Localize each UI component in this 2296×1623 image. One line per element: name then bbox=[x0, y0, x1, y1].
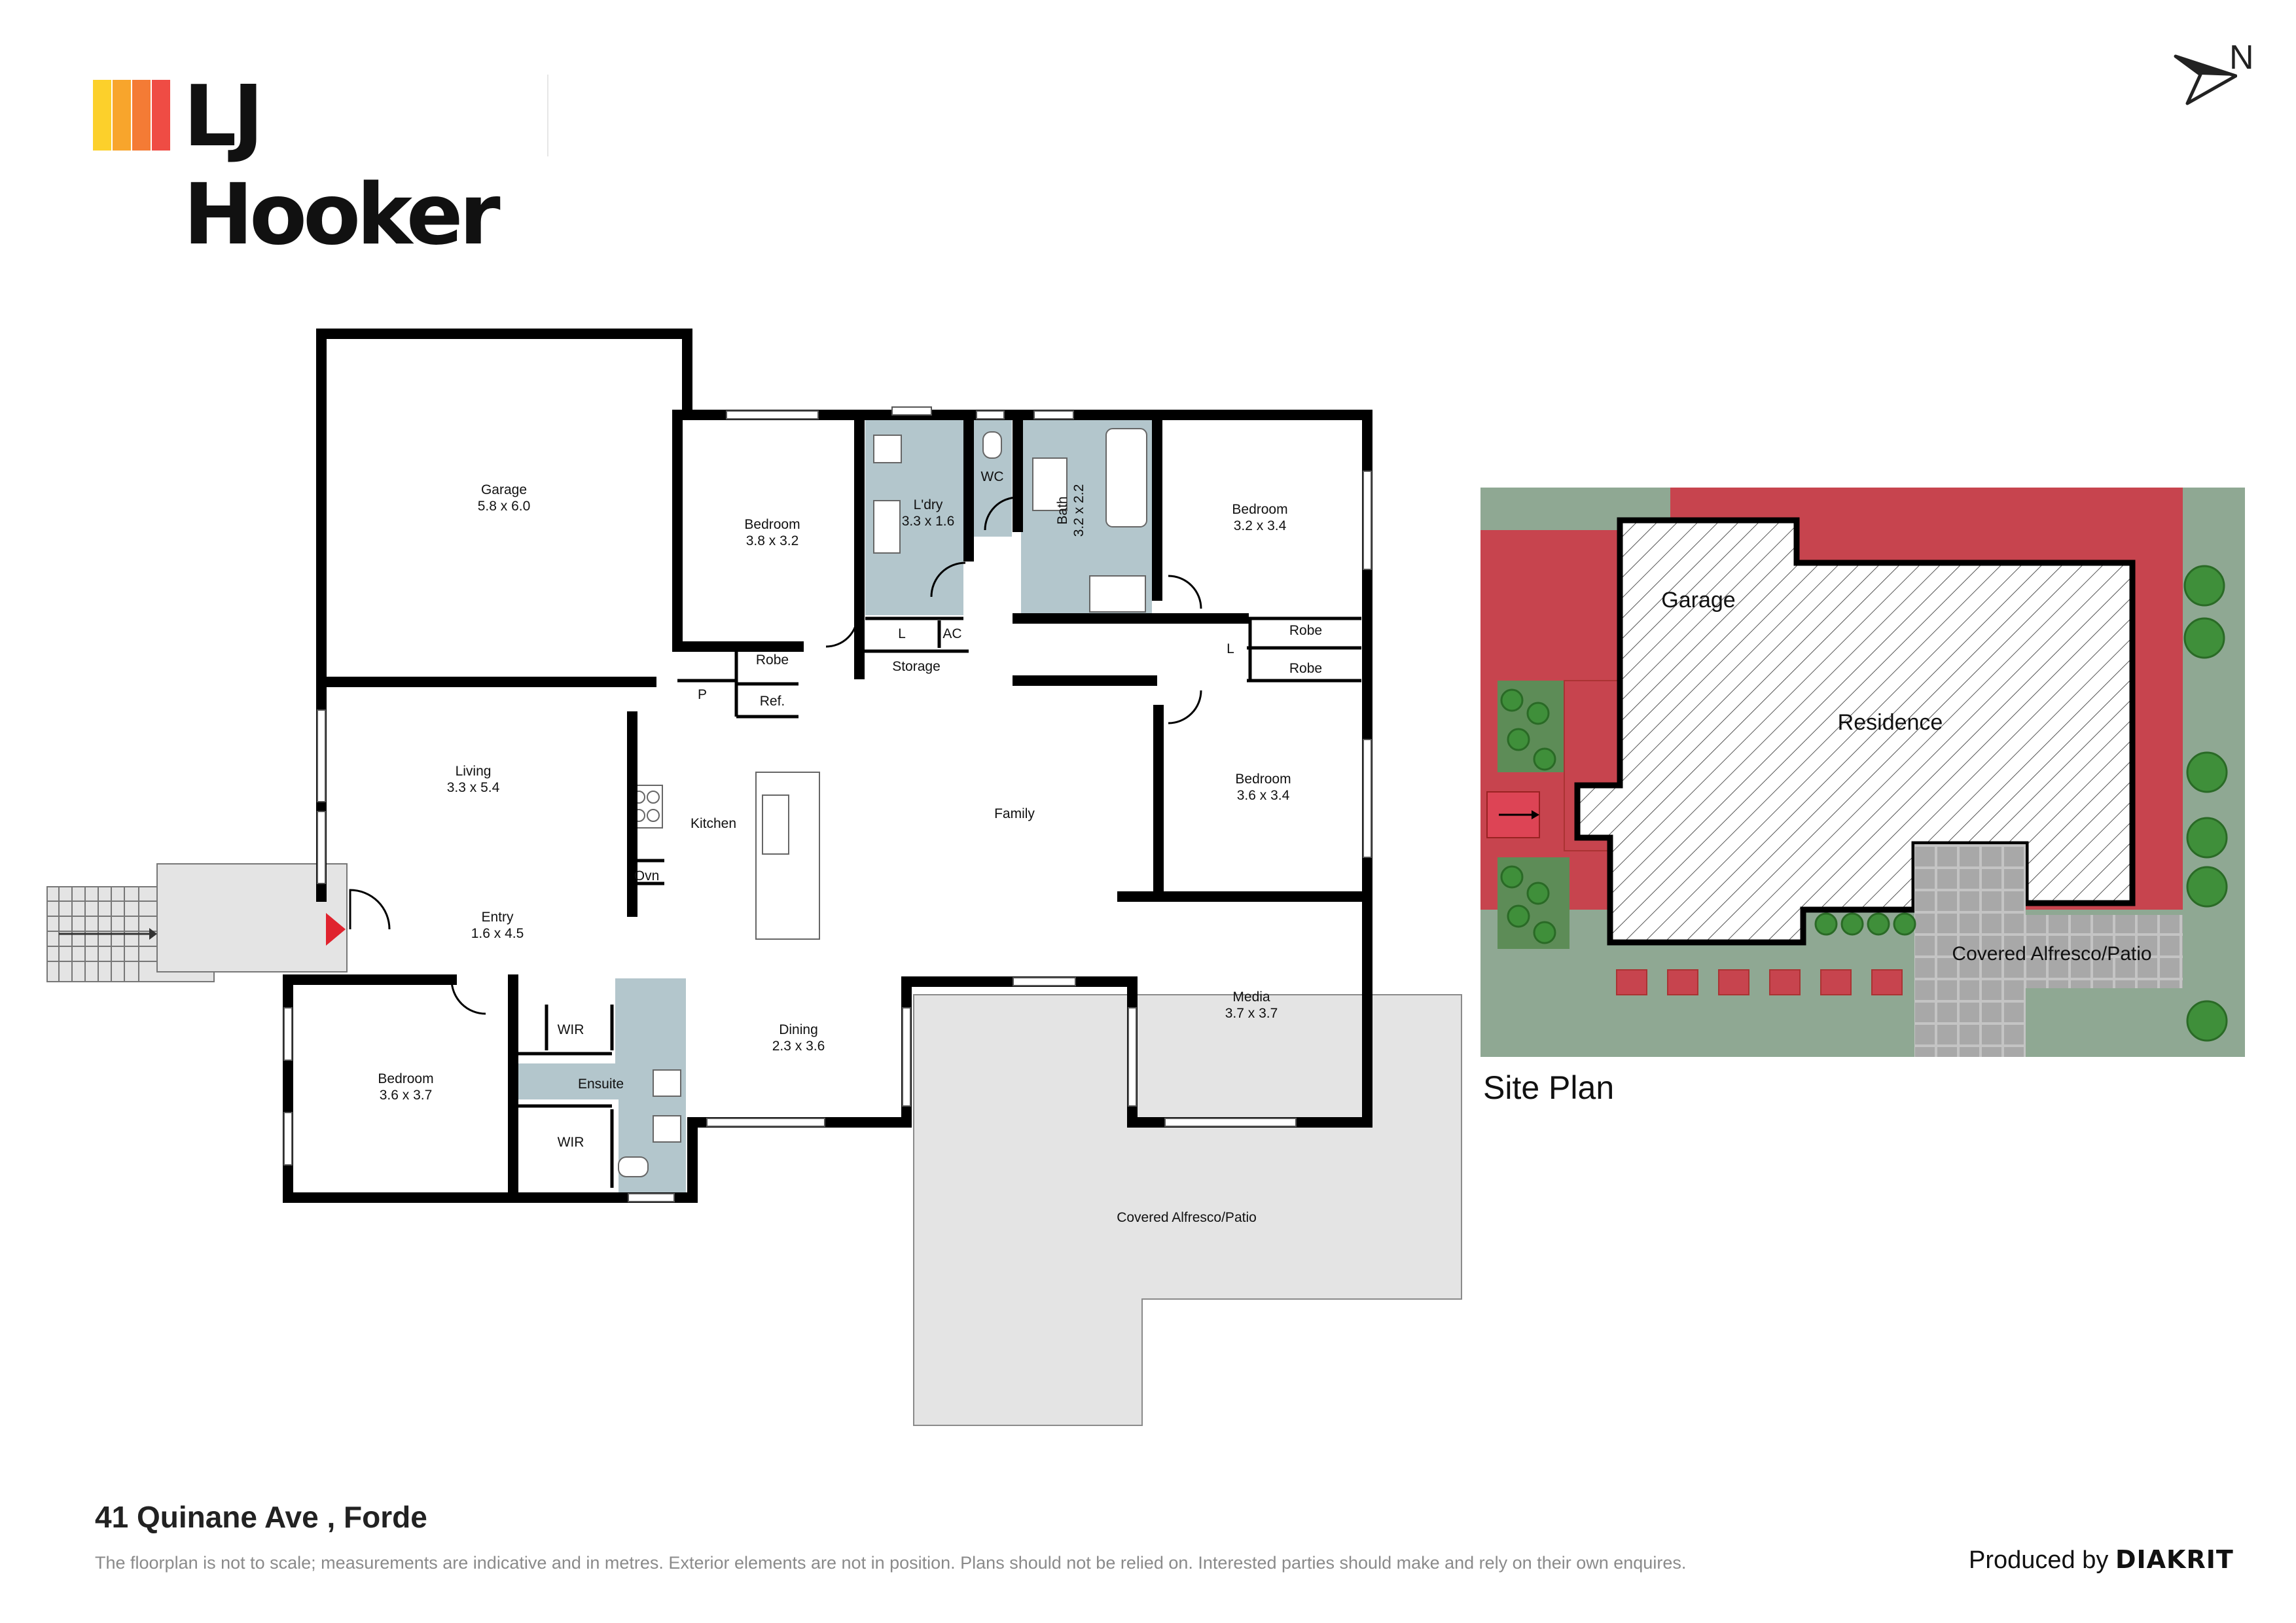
brand-logo: LJ Hooker bbox=[93, 68, 564, 264]
bath-shower bbox=[1089, 575, 1146, 613]
exterior-areas bbox=[46, 863, 1462, 1426]
room-size-living: 3.3 x 5.4 bbox=[447, 780, 500, 795]
compass: N bbox=[2172, 38, 2263, 116]
room-label-robe-ne-1: Robe bbox=[1289, 623, 1322, 638]
room-label-wc: WC bbox=[981, 469, 1004, 484]
brand-bar-3 bbox=[132, 80, 151, 151]
entry-marker bbox=[326, 913, 346, 946]
wc-toilet bbox=[982, 431, 1002, 459]
site-plan: Garage Residence Covered Alfresco/Patio bbox=[1480, 488, 2245, 1057]
property-address: 41 Quinane Ave , Forde bbox=[95, 1500, 427, 1534]
room-label-wir-1: WIR bbox=[558, 1022, 584, 1037]
entry-stairs bbox=[46, 863, 348, 982]
room-label-robe-nw: Robe bbox=[756, 652, 789, 668]
walls bbox=[283, 329, 1372, 1203]
site-shrubs bbox=[1500, 565, 2228, 1042]
room-label-bedroom-sw: Bedroom bbox=[378, 1071, 433, 1086]
brand-bar-4 bbox=[152, 80, 170, 151]
bath-vanity bbox=[1032, 457, 1067, 511]
room-label-storage: Storage bbox=[892, 659, 941, 674]
room-label-robe-ne-2: Robe bbox=[1289, 661, 1322, 676]
room-size-garage: 5.8 x 6.0 bbox=[478, 499, 531, 514]
room-size-dining: 2.3 x 3.6 bbox=[772, 1039, 825, 1054]
compass-north-label: N bbox=[2229, 39, 2254, 77]
site-paver-4 bbox=[1769, 969, 1801, 995]
room-size-bedroom-ne: 3.2 x 3.4 bbox=[1234, 518, 1287, 533]
room-labels: Garage 5.8 x 6.0 Bedroom 3.8 x 3.2 L'dry… bbox=[378, 469, 1322, 1225]
site-paver-5 bbox=[1820, 969, 1852, 995]
site-label-garage: Garage bbox=[1661, 588, 1735, 613]
north-arrow-icon bbox=[2174, 54, 2238, 105]
site-paver-1 bbox=[1616, 969, 1647, 995]
ensuite-basin-1 bbox=[653, 1069, 681, 1097]
room-label-alfresco: Covered Alfresco/Patio bbox=[1117, 1210, 1257, 1225]
room-label-bedroom-nw: Bedroom bbox=[744, 517, 800, 532]
site-paver-3 bbox=[1718, 969, 1749, 995]
room-label-bedroom-e: Bedroom bbox=[1235, 772, 1291, 787]
room-label-entry: Entry bbox=[481, 910, 514, 925]
site-paver-2 bbox=[1667, 969, 1698, 995]
site-patio bbox=[1914, 844, 2183, 1057]
room-size-entry: 1.6 x 4.5 bbox=[471, 926, 524, 941]
room-label-ref: Ref. bbox=[760, 694, 785, 709]
kitchen-sink bbox=[762, 794, 789, 855]
room-size-bedroom-nw: 3.8 x 3.2 bbox=[746, 533, 799, 548]
ensuite-floor bbox=[513, 978, 686, 1198]
room-label-laundry: L'dry bbox=[914, 497, 943, 512]
brand-divider bbox=[547, 75, 548, 156]
room-label-oven: Ovn bbox=[634, 868, 660, 883]
room-label-garage: Garage bbox=[481, 482, 527, 497]
room-label-media: Media bbox=[1232, 990, 1270, 1005]
disclaimer-text: The floorplan is not to scale; measureme… bbox=[95, 1553, 1687, 1573]
room-size-laundry: 3.3 x 1.6 bbox=[902, 514, 955, 529]
brand-bar-2 bbox=[113, 80, 131, 151]
produced-by-label: Produced by bbox=[1969, 1546, 2109, 1574]
brand-name: LJ Hooker bbox=[183, 68, 501, 264]
room-label-linen-left: L bbox=[898, 626, 906, 641]
site-plan-title: Site Plan bbox=[1483, 1069, 1615, 1106]
cooktop-burner-2 bbox=[647, 791, 660, 804]
room-label-pantry: P bbox=[698, 687, 707, 702]
room-label-family: Family bbox=[994, 806, 1035, 821]
site-label-alfresco: Covered Alfresco/Patio bbox=[1952, 943, 2151, 965]
site-paver-6 bbox=[1871, 969, 1903, 995]
room-label-ac: AC bbox=[942, 626, 961, 641]
windows bbox=[283, 406, 1372, 1202]
room-label-ensuite: Ensuite bbox=[578, 1077, 624, 1092]
room-label-bath: Bath bbox=[1055, 496, 1070, 524]
bath-tub bbox=[1105, 428, 1147, 527]
laundry-tub bbox=[873, 435, 902, 463]
room-label-kitchen: Kitchen bbox=[691, 816, 736, 831]
room-size-bedroom-e: 3.6 x 3.4 bbox=[1237, 788, 1290, 803]
room-label-wir-2: WIR bbox=[558, 1135, 584, 1150]
brand-bar-1 bbox=[93, 80, 111, 151]
room-label-bedroom-ne: Bedroom bbox=[1232, 502, 1287, 517]
cooktop-burner-4 bbox=[647, 809, 660, 822]
room-label-dining: Dining bbox=[779, 1022, 818, 1037]
washer bbox=[873, 500, 901, 554]
room-label-living: Living bbox=[456, 764, 492, 779]
room-label-linen-right: L bbox=[1227, 641, 1234, 656]
site-label-residence: Residence bbox=[1838, 710, 1943, 735]
ensuite-toilet bbox=[618, 1156, 649, 1177]
fixtures bbox=[618, 428, 1147, 1177]
thin-partitions bbox=[517, 616, 1361, 1188]
ensuite-basin-2 bbox=[653, 1115, 681, 1143]
room-size-bedroom-sw: 3.6 x 3.7 bbox=[380, 1088, 433, 1103]
doors bbox=[349, 496, 1202, 1015]
room-size-media: 3.7 x 3.7 bbox=[1225, 1006, 1278, 1021]
alfresco-area bbox=[913, 994, 1462, 1426]
produced-by: Produced by DIAKRIT bbox=[1969, 1543, 2234, 1577]
producer-logo: DIAKRIT bbox=[2115, 1545, 2234, 1574]
room-size-bath: 3.2 x 2.2 bbox=[1071, 484, 1086, 537]
